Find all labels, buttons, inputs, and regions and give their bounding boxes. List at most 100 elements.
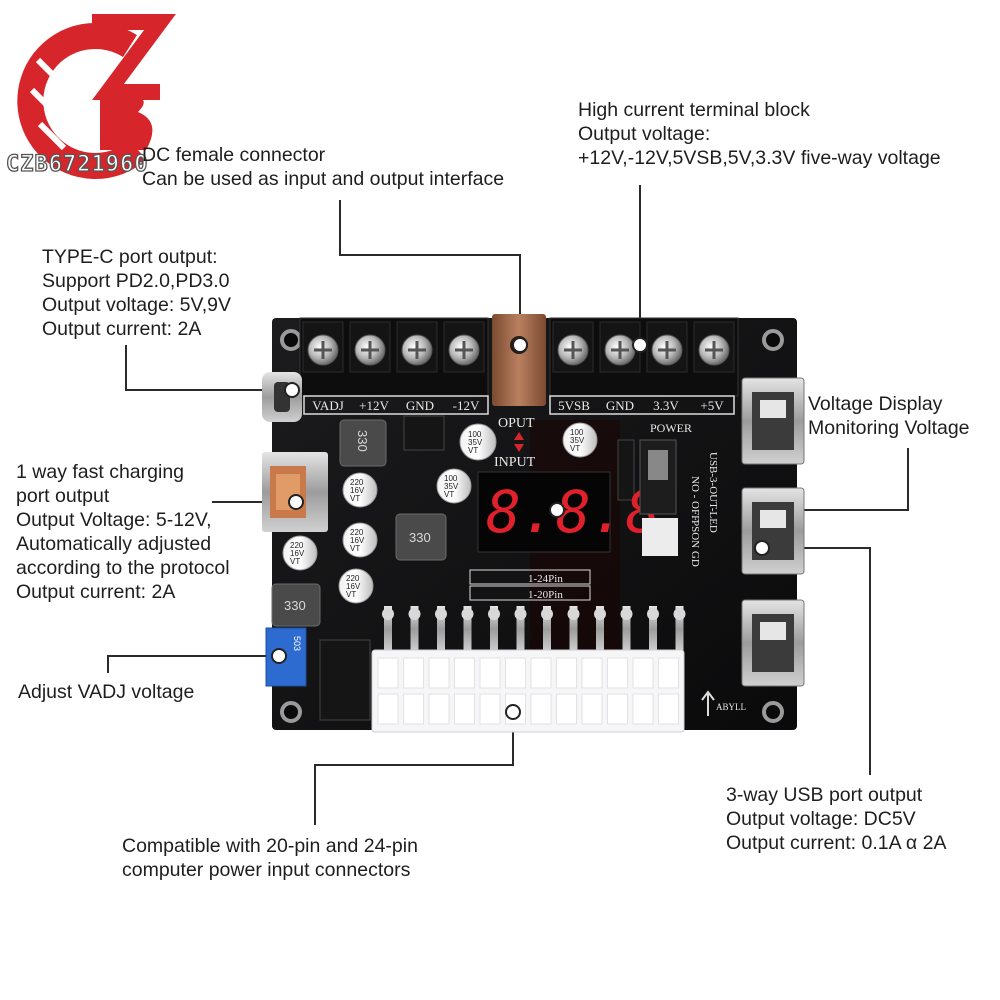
- capacitor-label-line: 35V: [570, 436, 585, 445]
- atx-cell: [530, 693, 552, 725]
- atx-pin: [622, 606, 631, 652]
- capacitor-label-line: VT: [350, 544, 360, 553]
- atx-cell: [479, 657, 501, 689]
- capacitor: [562, 422, 598, 458]
- usb-port-tongue: [760, 622, 786, 640]
- atx-pin: [516, 606, 525, 652]
- atx-pin-head: [620, 608, 633, 620]
- atx-pin-head: [541, 608, 553, 620]
- brand-logo: [17, 14, 176, 179]
- atx-cell: [607, 657, 628, 689]
- dot-usb: [754, 540, 770, 556]
- atx-pins: [382, 606, 686, 652]
- atx-cell: [556, 657, 577, 689]
- callout-line: Voltage Display: [808, 393, 943, 415]
- atx-pin-head: [488, 608, 500, 620]
- pin20-label: 1-20Pin: [528, 589, 563, 601]
- atx-cell: [658, 657, 679, 689]
- type-c-port: [262, 372, 302, 422]
- usb-port-tongue: [760, 400, 786, 418]
- logo-b: [100, 96, 153, 150]
- callout-line: TYPE-C port output:: [42, 246, 218, 268]
- capacitor-label-line: VT: [350, 494, 360, 503]
- inductor-2: [395, 513, 447, 561]
- capacitor-label-line: 16V: [350, 486, 365, 495]
- leader-atx: [314, 712, 514, 825]
- pson-header: [642, 518, 678, 556]
- terminal-block-right: [549, 317, 739, 397]
- callout-voltage-display: Voltage Display Monitoring Voltage: [808, 392, 970, 440]
- terminal-label: +5V: [700, 398, 724, 413]
- mounting-holes: [280, 329, 784, 723]
- capacitor-label-line: 100: [468, 430, 482, 439]
- atx-cell: [581, 657, 603, 689]
- screw-slot: [564, 341, 582, 359]
- terminal-label: +12V: [359, 398, 389, 413]
- screw-slot: [408, 341, 426, 359]
- atx-cell: [403, 657, 424, 689]
- callout-line: Output current: 0.1A α 2A: [726, 832, 947, 854]
- capacitor-label-line: 35V: [468, 438, 483, 447]
- callout-dots: [271, 337, 770, 720]
- atx-cell: [428, 693, 450, 725]
- terminal-label: 3.3V: [653, 398, 679, 413]
- dot-dc: [512, 337, 528, 353]
- atx-pin-head: [514, 608, 527, 620]
- logo-z: [92, 14, 176, 100]
- capacitor-label-line: 220: [350, 478, 364, 487]
- terminal-block-left: [299, 317, 489, 397]
- power-label: POWER: [650, 421, 692, 435]
- inductor-3-label: 330: [284, 598, 306, 613]
- terminal-label: VADJ: [312, 398, 344, 413]
- atx-cell: [454, 693, 475, 725]
- atx-cell: [658, 693, 679, 725]
- capacitor: [342, 472, 378, 508]
- atx-pin-head: [673, 608, 686, 620]
- atx-cell: [632, 693, 654, 725]
- capacitor-label-line: 16V: [290, 549, 305, 558]
- display-body: [477, 471, 611, 553]
- atx-pin-head: [594, 608, 606, 620]
- silk-strip-right: [549, 395, 735, 415]
- dot-typec: [284, 382, 300, 398]
- capacitor-label-line: 16V: [346, 582, 361, 591]
- callout-usb-ports: 3-way USB port output Output voltage: DC…: [726, 783, 946, 855]
- atx-cell: [505, 657, 526, 689]
- atx-pin: [649, 606, 657, 652]
- leader-vadj: [107, 655, 279, 673]
- ic-chip-1: [403, 415, 445, 451]
- callout-vadj: Adjust VADJ voltage: [18, 680, 194, 704]
- screw-slot: [314, 341, 332, 359]
- inductors: 330 330 330: [271, 419, 447, 627]
- capacitor: [342, 522, 378, 558]
- inductor-3: [271, 583, 321, 627]
- capacitor-label-line: 220: [346, 574, 360, 583]
- callout-line: 1 way fast charging: [16, 461, 185, 483]
- callout-atx-connector: Compatible with 20-pin and 24-pin comput…: [122, 834, 418, 882]
- atx-housing: [371, 649, 685, 733]
- terminal-label: -12V: [453, 398, 480, 413]
- dot-vadj: [271, 648, 287, 664]
- switch-toggle: [648, 450, 668, 480]
- hole-tl: [280, 329, 302, 351]
- capacitor: [282, 535, 318, 571]
- atx-pin: [675, 606, 684, 652]
- capacitor: [459, 423, 497, 461]
- hole-bl: [280, 701, 302, 723]
- atx-pin: [410, 606, 419, 652]
- atx-pin-head: [435, 608, 447, 620]
- atx-cell: [377, 693, 399, 725]
- seven-segment-display: 8.8.8: [477, 471, 661, 553]
- ic-chip-3: [617, 439, 635, 501]
- atx-cell: [403, 693, 424, 725]
- atx-pin: [596, 606, 604, 652]
- callout-line: port output: [16, 485, 110, 507]
- atx-pin: [543, 606, 551, 652]
